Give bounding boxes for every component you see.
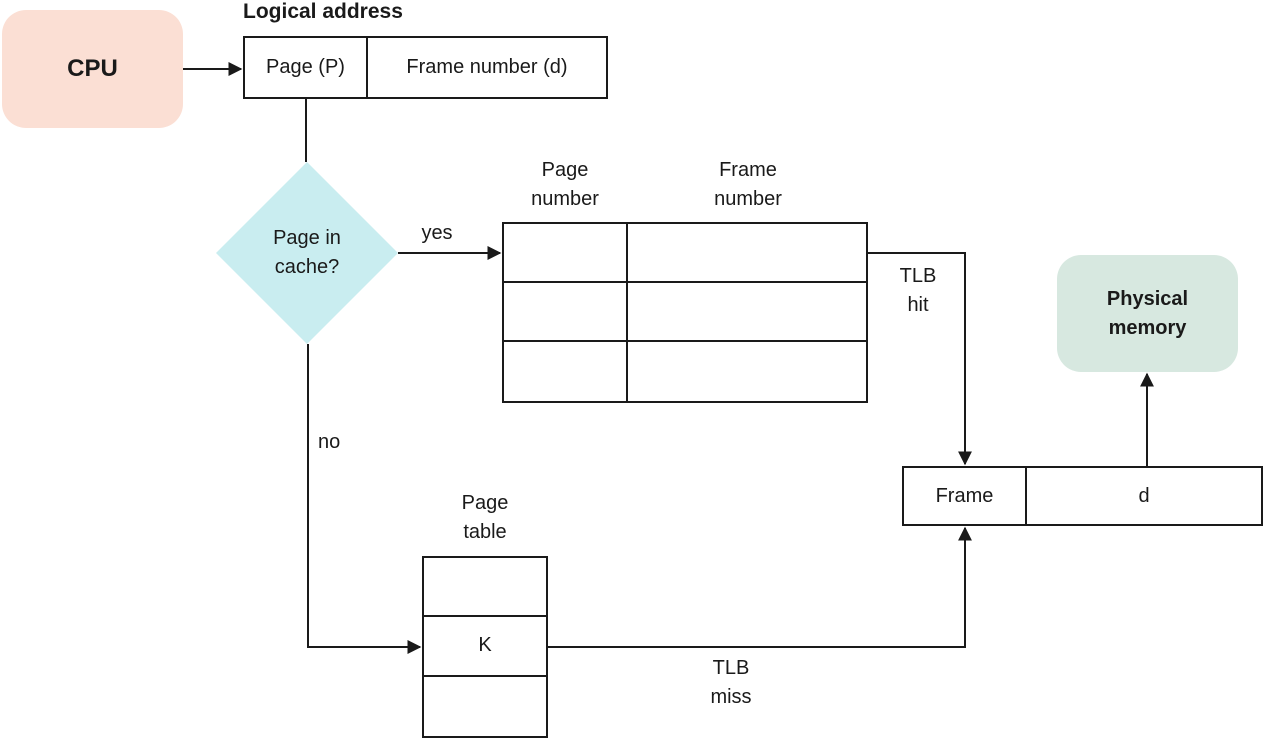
- arrow-tlb-hit-to-frame: [868, 252, 972, 466]
- tlb-cell: [628, 342, 866, 401]
- logical-address-table: Page (P) Frame number (d): [243, 36, 608, 99]
- tlb-table: [502, 222, 868, 403]
- page-table-cell-k: K: [424, 617, 546, 677]
- tlb-cell: [628, 283, 866, 342]
- no-branch-label: no: [318, 431, 341, 453]
- yes-branch-label: yes: [421, 222, 453, 244]
- arrow-decision-no-to-page-table: [307, 344, 422, 654]
- tlb-cell: [504, 283, 628, 342]
- d-cell: d: [1138, 484, 1150, 507]
- arrow-page-table-tlb-miss-to-frame: [548, 526, 972, 648]
- tlb-cell: [504, 342, 628, 401]
- physical-memory-box: Physical memory: [1057, 255, 1238, 372]
- tlb-cell: [628, 224, 866, 283]
- physical-memory-label: Physical memory: [1106, 287, 1189, 339]
- page-table: K: [422, 556, 548, 738]
- cpu-box: CPU: [2, 10, 183, 128]
- logical-address-title: Logical address: [243, 0, 403, 23]
- cpu-label: CPU: [67, 55, 118, 82]
- decision-question-label: Page in cache?: [273, 227, 341, 278]
- logical-frame-cell: Frame number (d): [406, 56, 568, 78]
- page-table-cell: [424, 558, 546, 618]
- tlb-page-number-header: Page number: [531, 159, 599, 210]
- tlb-frame-number-header: Frame number: [714, 159, 782, 210]
- frame-cell: Frame: [904, 468, 1027, 524]
- logical-page-cell: Page (P): [245, 38, 368, 97]
- page-table-cell: [424, 677, 546, 736]
- decision-diamond: [216, 162, 398, 344]
- physical-address-box: Frame d: [902, 466, 1263, 526]
- tlb-cell: [504, 224, 628, 283]
- page-table-title: Page table: [461, 492, 509, 543]
- tlb-hit-label: TLB hit: [899, 265, 937, 316]
- tlb-miss-label: TLB miss: [710, 657, 752, 708]
